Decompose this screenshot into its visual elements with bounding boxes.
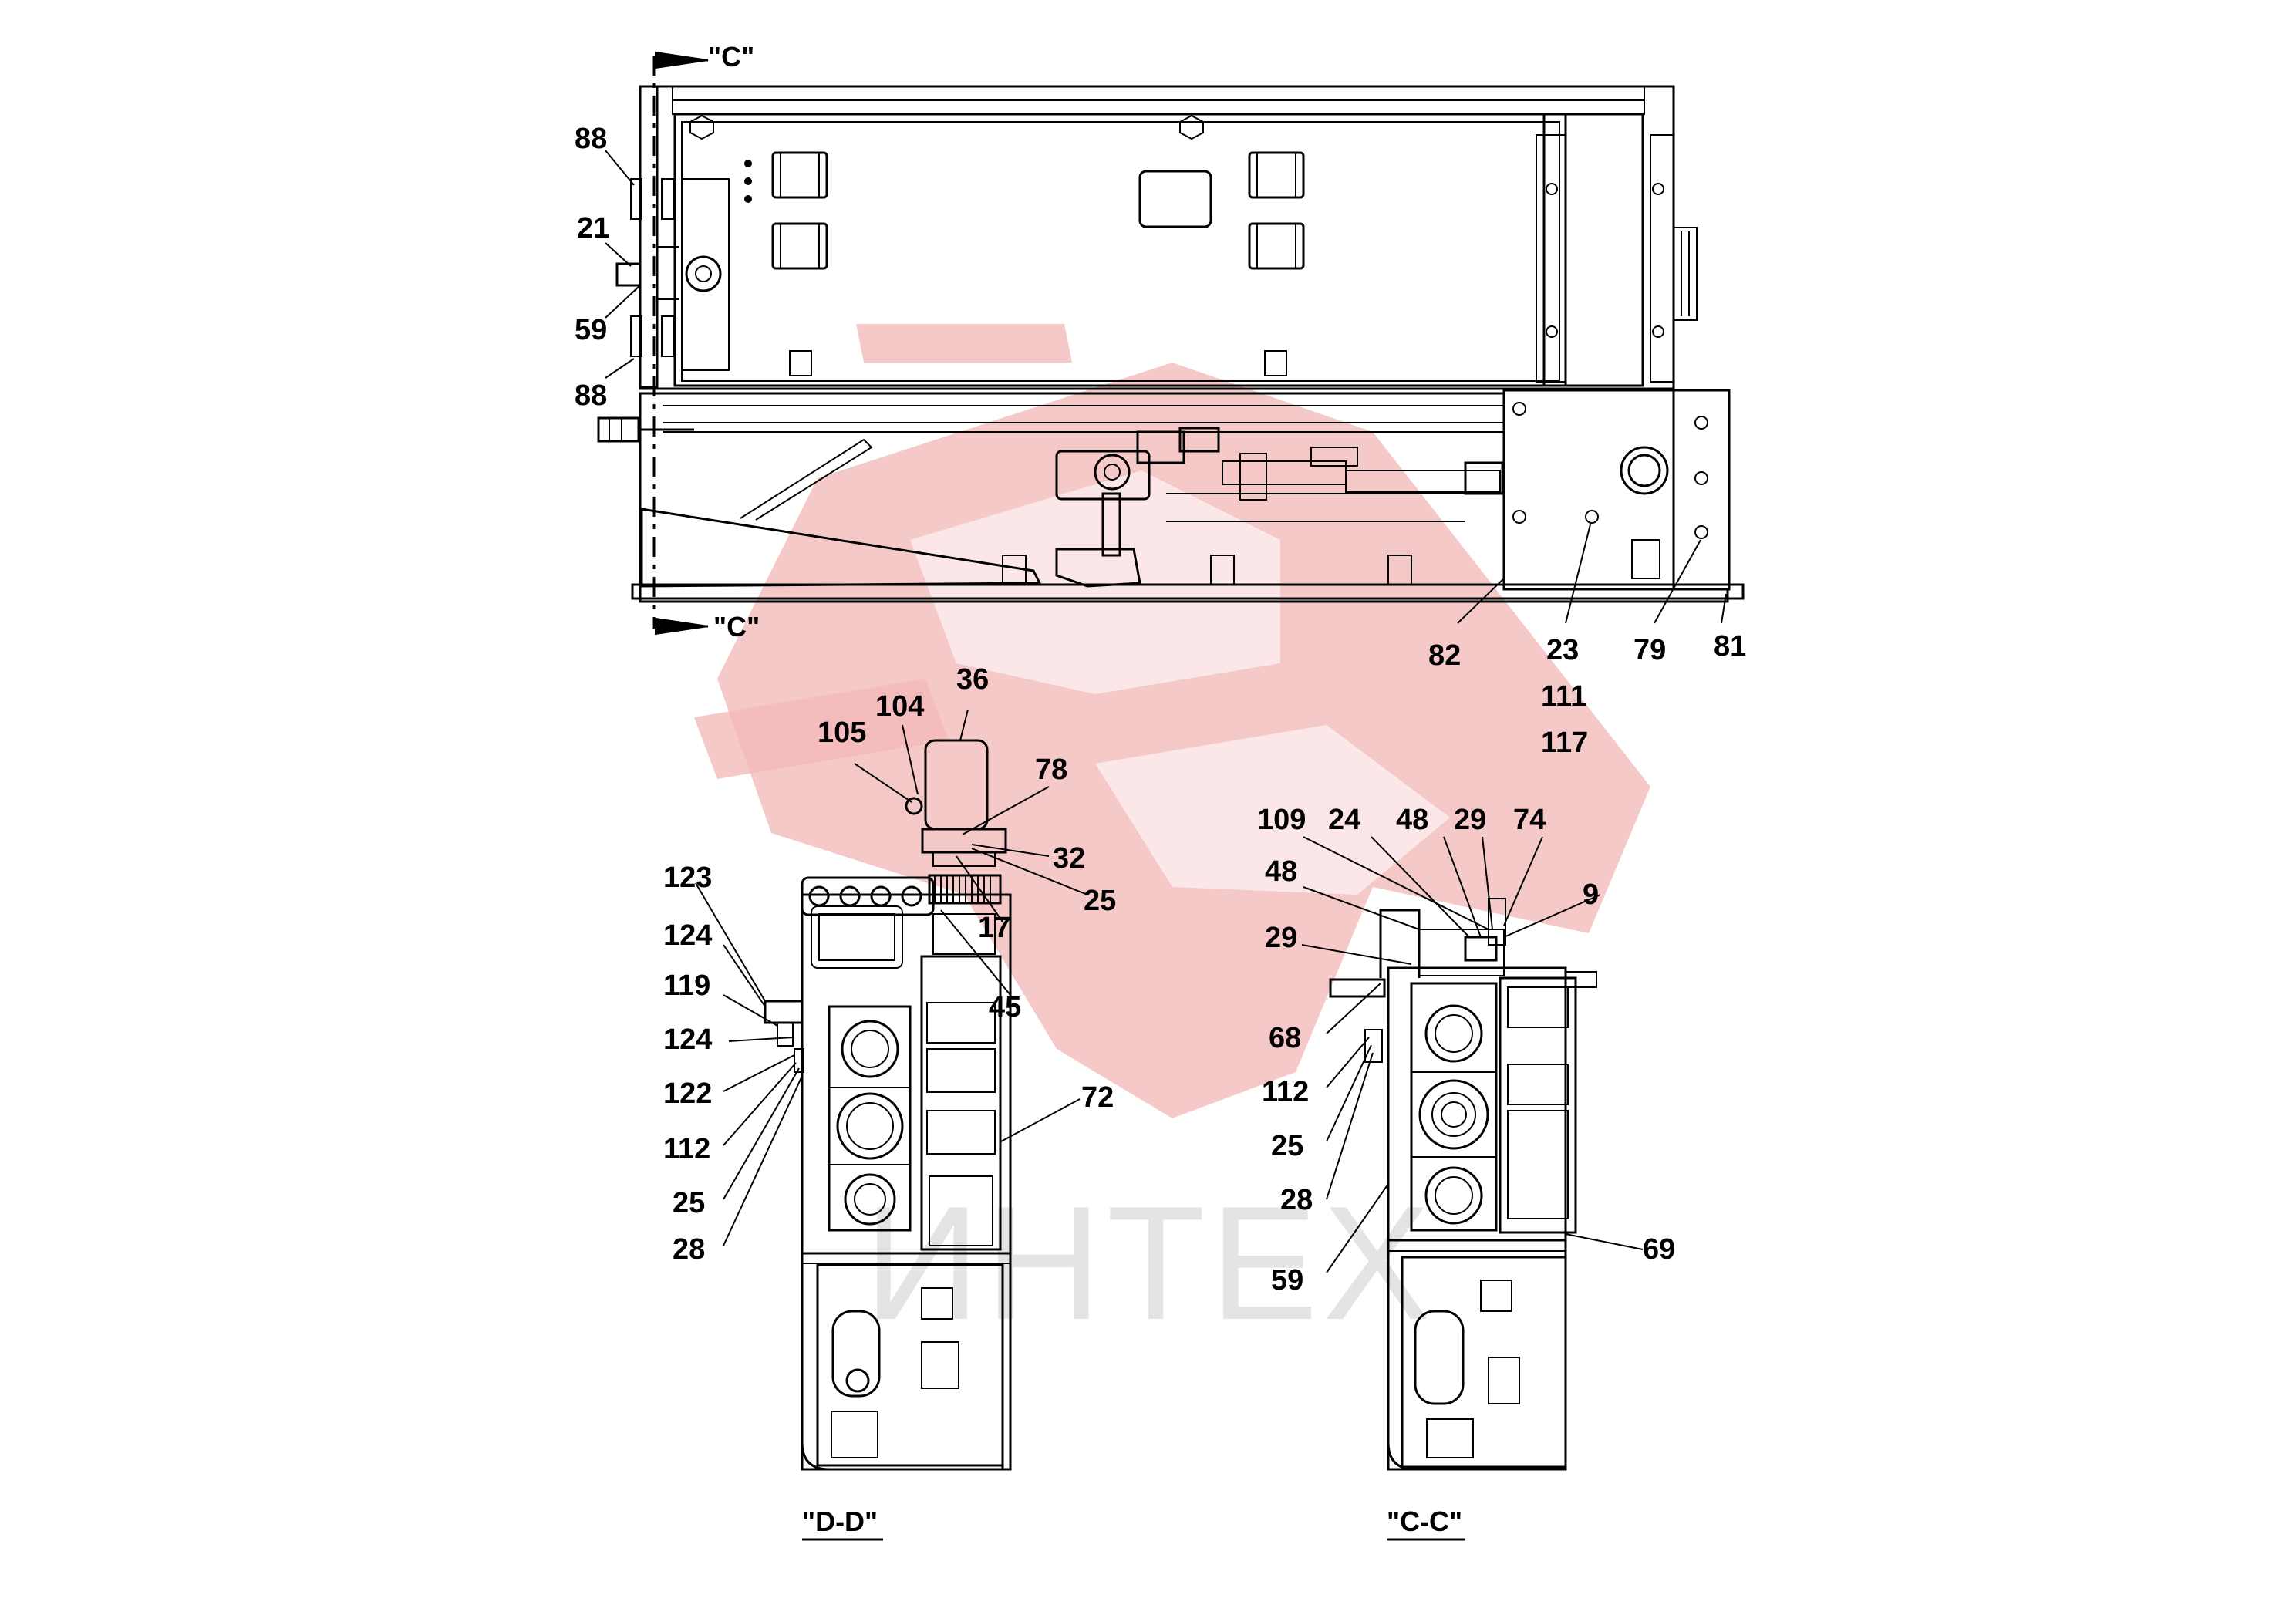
callout-36: 36 [956,663,989,696]
dd-socket-frame [828,1005,912,1232]
callout-123: 123 [663,862,712,894]
callout-81: 81 [1714,630,1746,663]
callout-124: 124 [663,919,712,952]
view-title-cc: "C-C" [1387,1506,1462,1537]
callout-24: 24 [1328,804,1360,836]
callout-112: 112 [663,1133,710,1165]
connector-blocks [771,151,1305,270]
callout-82: 82 [1428,639,1461,672]
callout-29: 29 [1265,922,1297,954]
callout-117: 117 [1541,727,1588,759]
callout-29: 29 [1454,804,1486,836]
callout-105: 105 [818,717,866,749]
upper-housing [639,85,1675,390]
callout-17: 17 [978,912,1010,944]
section-mark-top: "C" [708,41,754,73]
callout-labels: 88 21 59 88 82 23 79 81 111 117 36 104 1… [575,123,1746,1297]
dd-gear [928,874,1002,905]
top-view [597,51,1745,636]
callout-111: 111 [1541,680,1586,713]
callout-72: 72 [1081,1081,1114,1114]
leader-lines [605,150,1727,1273]
callout-25: 25 [1271,1130,1303,1162]
bolt-circle [685,255,722,292]
dd-right-column [920,955,1002,1251]
callout-74: 74 [1513,804,1546,836]
callout-48: 48 [1396,804,1428,836]
callout-9: 9 [1583,878,1599,911]
callout-23: 23 [1546,634,1579,666]
callout-25: 25 [673,1187,705,1219]
callout-59: 59 [1271,1264,1303,1297]
callout-109: 109 [1257,804,1306,836]
callout-119: 119 [663,969,710,1002]
callout-68: 68 [1269,1022,1301,1054]
inner-panel [673,113,1567,387]
shaft-circle [1620,446,1669,495]
dd-top-clamp [801,876,935,916]
view-dd [764,739,1012,1471]
callout-59: 59 [575,314,607,346]
callout-28: 28 [1280,1184,1313,1216]
callout-104: 104 [875,690,924,723]
cc-socket-frame [1410,982,1498,1232]
callout-32: 32 [1053,842,1085,875]
dd-lower-mechanism [816,1263,1004,1467]
end-plate [1502,389,1675,591]
watermark-logo [694,324,1650,1118]
callout-124: 124 [663,1023,712,1056]
window [1138,170,1212,228]
ramp [640,508,1042,588]
callout-69: 69 [1643,1233,1675,1266]
callout-88: 88 [575,123,607,155]
callout-48: 48 [1265,855,1297,888]
callout-45: 45 [989,991,1021,1023]
callout-21: 21 [577,212,609,244]
callout-112: 112 [1262,1076,1309,1108]
callout-122: 122 [663,1077,712,1110]
callout-25: 25 [1084,885,1116,917]
view-title-dd: "D-D" [802,1506,878,1537]
callout-79: 79 [1633,634,1666,666]
callout-78: 78 [1035,754,1067,786]
callout-28: 28 [673,1233,705,1266]
section-mark-bottom: "C" [713,611,760,642]
callout-88: 88 [575,379,607,412]
